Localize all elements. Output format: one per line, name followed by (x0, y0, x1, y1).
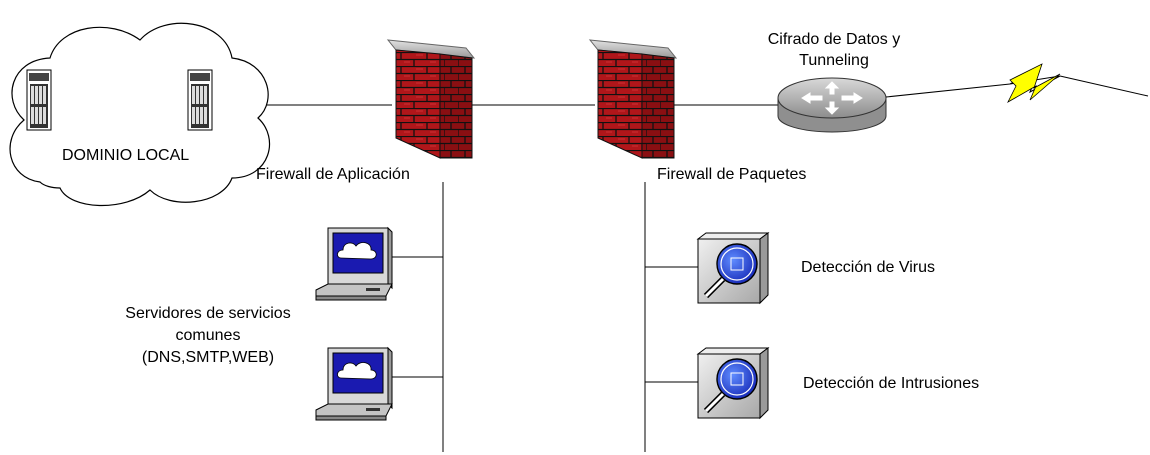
common-servers-label-line1: Servidores de servicios (125, 305, 291, 322)
magnifier-detector-icon (696, 232, 770, 305)
app-firewall-label: Firewall de Aplicación (256, 166, 410, 183)
encryption-label-line1: Cifrado de Datos y (767, 31, 901, 48)
common-servers-label-line2: comunes (175, 327, 241, 344)
packet-firewall-label: Firewall de Paquetes (657, 166, 807, 183)
connection-lines (250, 104, 782, 452)
common-servers-label-line3: (DNS,SMTP,WEB) (141, 349, 275, 366)
computer-workstation-icon (315, 226, 393, 301)
server-tower-icon (187, 69, 213, 131)
intrusion-detection-label: Detección de Intrusiones (803, 375, 980, 392)
local-domain-label: DOMINIO LOCAL (62, 147, 190, 164)
virus-detection-label: Detección de Virus (801, 259, 935, 276)
brick-firewall-icon (386, 39, 476, 159)
router-icon (777, 77, 887, 133)
magnifier-detector-icon (696, 347, 770, 420)
computer-workstation-icon (315, 346, 393, 421)
cloud-icon (9, 22, 271, 207)
brick-firewall-icon (588, 39, 678, 159)
lightning-link-icon (885, 63, 1149, 104)
server-tower-icon (26, 69, 52, 131)
encryption-label-line2: Tunneling (799, 52, 869, 69)
